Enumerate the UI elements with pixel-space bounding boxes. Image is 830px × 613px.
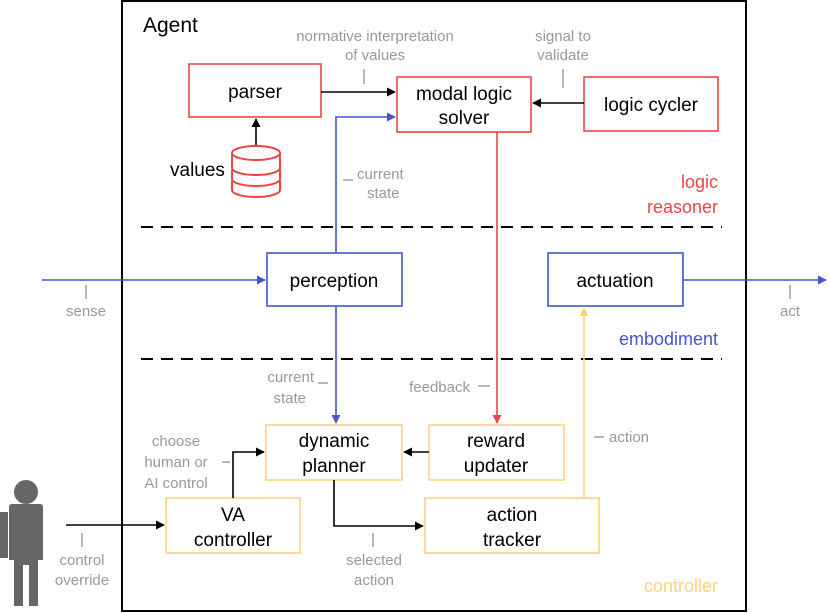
modal-logic-solver-label-1: modal logic [416, 84, 512, 105]
arrow-planner-to-tracker [333, 480, 424, 531]
modal-logic-solver-box [396, 76, 532, 133]
agent-boundary [121, 0, 747, 612]
note-choose-3: AI control [144, 475, 207, 492]
va-controller-label-2: controller [194, 530, 273, 551]
reward-updater-label-2: updater [464, 456, 529, 477]
note-signal-1: signal to [535, 28, 591, 45]
dynamic-planner-label-1: dynamic [299, 431, 370, 452]
note-action: action [609, 429, 649, 446]
values-label: values [170, 160, 225, 181]
logic-cycler-box [583, 76, 719, 132]
action-tracker-label-2: tracker [483, 530, 542, 551]
note-normative-2: of values [345, 47, 405, 64]
arrow-perception-to-solver [335, 112, 396, 253]
action-tracker-box [424, 497, 600, 554]
note-control-1: control [59, 552, 104, 569]
parser-label: parser [228, 82, 283, 103]
perception-label: perception [290, 271, 379, 292]
reward-updater-label-1: reward [467, 431, 525, 452]
actuation-box [547, 252, 684, 307]
annotation-ticks [81, 69, 791, 547]
agent-title: Agent [143, 14, 198, 37]
section-label-reasoner: reasoner [647, 197, 718, 217]
note-act: act [780, 303, 801, 320]
section-label-logic: logic [681, 172, 718, 192]
human-icon [0, 480, 43, 606]
note-selected-2: action [354, 572, 394, 589]
perception-box [266, 252, 403, 307]
parser-box [188, 63, 322, 118]
note-current-state-mid-2: state [273, 390, 306, 407]
modal-logic-solver-label-2: solver [439, 108, 490, 129]
note-choose-1: choose [152, 433, 200, 450]
dynamic-planner-label-2: planner [302, 456, 366, 477]
note-signal-2: validate [537, 47, 589, 64]
actuation-label: actuation [576, 271, 653, 292]
note-normative-1: normative interpretation [296, 28, 454, 45]
note-control-2: override [55, 572, 109, 589]
logic-cycler-label: logic cycler [604, 95, 699, 116]
note-feedback: feedback [409, 379, 470, 396]
section-label-controller: controller [644, 576, 718, 596]
section-label-embodiment: embodiment [619, 329, 718, 349]
database-icon [231, 145, 281, 198]
note-sense: sense [66, 303, 106, 320]
note-choose-2: human or [144, 454, 207, 471]
va-controller-label-1: VA [221, 505, 245, 526]
action-tracker-label-1: action [487, 505, 538, 526]
note-current-state-mid-1: current [267, 369, 315, 386]
reward-updater-box [428, 424, 565, 481]
note-current-state-top-1: current [357, 166, 405, 183]
arrow-va-to-planner [232, 447, 265, 498]
note-selected-1: selected [346, 552, 402, 569]
note-current-state-top-2: state [367, 185, 400, 202]
